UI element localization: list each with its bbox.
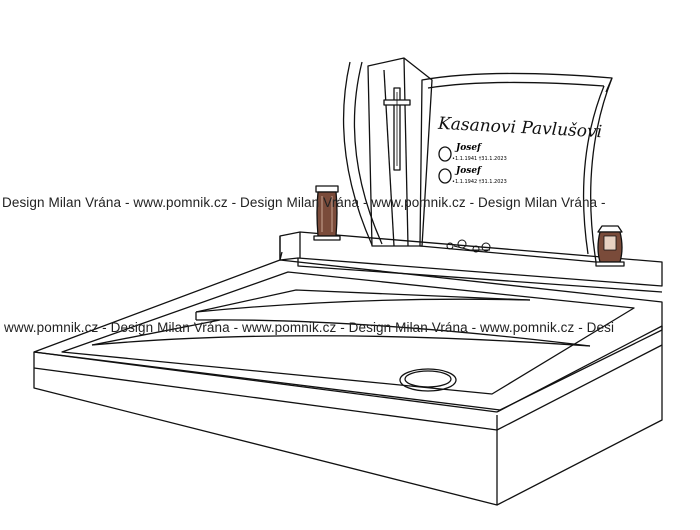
person2-name: Josef bbox=[456, 166, 481, 176]
cross-icon bbox=[383, 87, 411, 171]
watermark-row-2: www.pomnik.cz - Design Milan Vrána - www… bbox=[4, 320, 615, 335]
flower-decoration bbox=[446, 239, 491, 253]
cover-slabs bbox=[91, 289, 591, 347]
headstone bbox=[342, 57, 613, 263]
headstone-plinth bbox=[279, 231, 663, 293]
base-frame bbox=[33, 251, 663, 506]
person1-dates: •1.1.1941 †31.1.2023 bbox=[452, 156, 507, 162]
portrait-ovals bbox=[438, 146, 452, 184]
person1-name: Josef bbox=[456, 143, 481, 153]
person2-dates: •1.1.1942 †31.1.2023 bbox=[452, 179, 507, 185]
watermark-row-1: Design Milan Vrána - www.pomnik.cz - Des… bbox=[2, 195, 606, 210]
right-lantern-icon bbox=[595, 225, 625, 267]
vase-ring bbox=[399, 368, 457, 392]
left-lantern-icon bbox=[313, 185, 341, 241]
